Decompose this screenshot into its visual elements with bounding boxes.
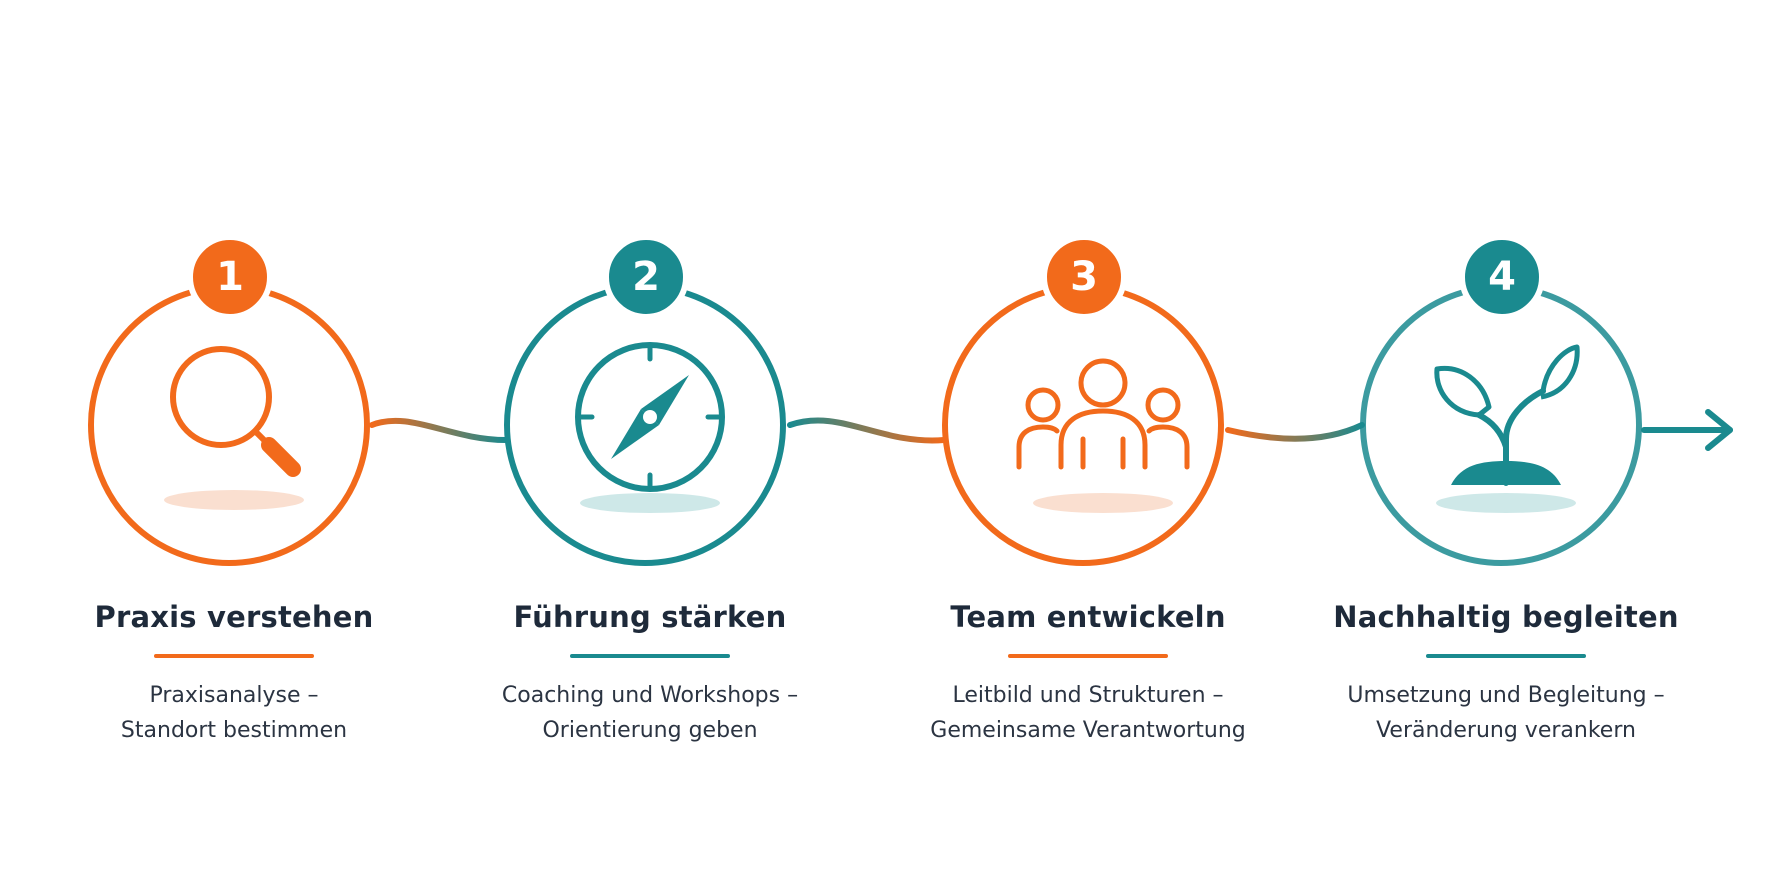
step-4: 4 Nachhaltig begleiten Umsetzung und Beg… — [1296, 0, 1716, 887]
step-1-number-badge: 1 — [187, 234, 273, 320]
step-3: 3 Team entwickeln Leitbild und Strukture… — [878, 0, 1298, 887]
step-4-description-line-2: Veränderung verankern — [1376, 718, 1636, 743]
step-2-underline — [570, 654, 730, 658]
step-3-description-line-1: Leitbild und Strukturen – — [952, 683, 1224, 708]
connector-2-3 — [787, 417, 947, 444]
step-1-description-line-1: Praxisanalyse – — [149, 683, 319, 708]
step-4-number-badge: 4 — [1459, 234, 1545, 320]
compass-icon — [575, 342, 725, 513]
magnifier-icon — [164, 346, 304, 510]
sprout-icon — [1434, 344, 1580, 513]
step-1-title: Praxis verstehen — [94, 600, 374, 634]
step-2-description-line-1: Coaching und Workshops – — [501, 683, 799, 708]
step-2: 2 Führung stärken Coaching und Workshops… — [440, 0, 860, 887]
step-3-description-line-2: Gemeinsame Verantwortung — [930, 718, 1246, 743]
step-1-description-line-2: Standort bestimmen — [120, 718, 348, 743]
step-2-title: Führung stärken — [513, 600, 787, 634]
team-icon — [1016, 358, 1190, 513]
step-4-title: Nachhaltig begleiten — [1333, 600, 1679, 634]
step-4-description-line-1: Umsetzung und Begleitung – — [1347, 683, 1665, 708]
step-2-number-badge: 2 — [603, 234, 689, 320]
step-2-description-line-2: Orientierung geben — [542, 718, 758, 743]
step-1: 1 Praxis verstehen Praxisanalyse – Stand… — [24, 0, 444, 887]
step-3-number-badge: 3 — [1041, 234, 1127, 320]
step-4-underline — [1426, 654, 1586, 658]
step-3-underline — [1008, 654, 1168, 658]
connector-3-4 — [1225, 422, 1365, 442]
step-1-underline — [154, 654, 314, 658]
connector-1-2 — [369, 417, 509, 443]
arrow-head — [1705, 409, 1733, 451]
step-3-title: Team entwickeln — [950, 600, 1226, 634]
